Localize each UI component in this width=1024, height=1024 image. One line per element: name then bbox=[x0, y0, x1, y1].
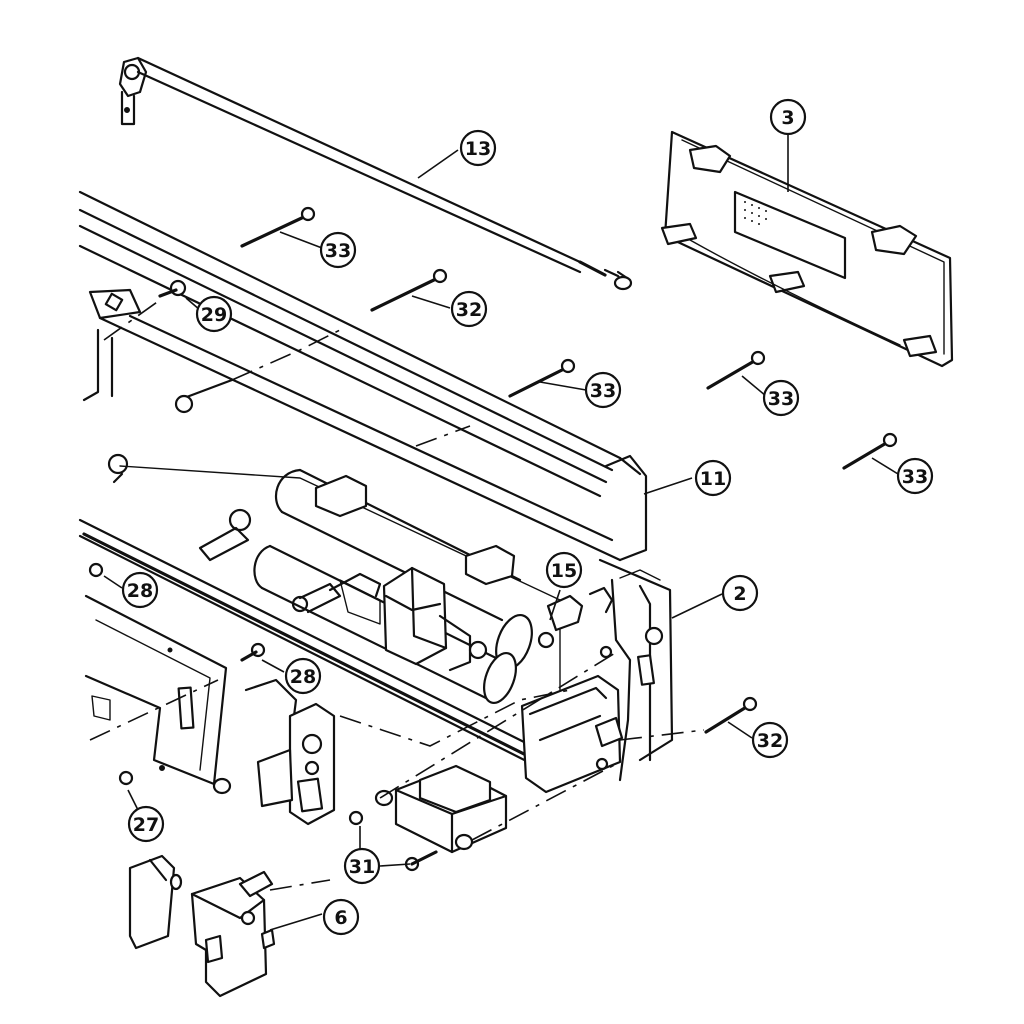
callout-2-label: 2 bbox=[733, 583, 746, 605]
transformer bbox=[374, 764, 508, 854]
screw-29 bbox=[158, 279, 187, 298]
screw-33a bbox=[240, 206, 316, 248]
callout-32-a-label: 32 bbox=[456, 299, 482, 321]
callout-33-d-label: 33 bbox=[902, 466, 928, 488]
callout-11-label: 11 bbox=[700, 468, 726, 490]
callout-3-label: 3 bbox=[781, 107, 794, 129]
callout-6-label: 6 bbox=[334, 907, 347, 929]
screw-32b bbox=[704, 696, 758, 734]
callout-32-b: 32 bbox=[751, 721, 789, 759]
callout-13-label: 13 bbox=[465, 138, 491, 160]
callout-33-a-label: 33 bbox=[325, 240, 351, 262]
callout-32-a: 32 bbox=[450, 290, 488, 328]
callout-28-b-label: 28 bbox=[290, 666, 316, 688]
callout-29: 29 bbox=[195, 295, 233, 333]
screw-33c bbox=[706, 350, 766, 390]
callout-15-label: 15 bbox=[551, 560, 577, 582]
callout-11: 11 bbox=[694, 459, 732, 497]
callout-27-label: 27 bbox=[133, 814, 159, 836]
callout-13: 13 bbox=[459, 129, 497, 167]
screw-32a bbox=[370, 268, 448, 312]
left-circuit-board bbox=[84, 594, 228, 786]
callout-15: 15 bbox=[545, 551, 583, 589]
screw-28b bbox=[240, 642, 266, 662]
part-6-covers bbox=[128, 854, 276, 998]
part-3-panel bbox=[660, 130, 954, 368]
callout-27: 27 bbox=[127, 805, 165, 843]
jack-holder bbox=[212, 678, 336, 826]
callout-31-label: 31 bbox=[349, 856, 375, 878]
callout-28-a: 28 bbox=[121, 571, 159, 609]
part-2-bracket bbox=[520, 645, 624, 794]
callout-31: 31 bbox=[343, 847, 381, 885]
screw-27 bbox=[118, 770, 134, 786]
screw-33b bbox=[508, 358, 576, 398]
screw-28a bbox=[88, 562, 104, 578]
callout-29-label: 29 bbox=[201, 304, 227, 326]
callout-2: 2 bbox=[721, 574, 759, 612]
callout-32-b-label: 32 bbox=[757, 730, 783, 752]
screw-31b bbox=[404, 850, 438, 872]
callout-33-d: 33 bbox=[896, 457, 934, 495]
callout-33-b-label: 33 bbox=[590, 380, 616, 402]
screw-33d bbox=[842, 432, 898, 470]
battery-assembly bbox=[253, 468, 614, 704]
callout-6: 6 bbox=[322, 898, 360, 936]
callout-33-c-label: 33 bbox=[768, 388, 794, 410]
screw-31a bbox=[348, 810, 364, 826]
callout-3: 3 bbox=[769, 98, 807, 136]
callout-33-c: 33 bbox=[762, 379, 800, 417]
part-13-antenna bbox=[118, 56, 633, 291]
callout-33-b: 33 bbox=[584, 371, 622, 409]
callout-33-a: 33 bbox=[319, 231, 357, 269]
leader-lines bbox=[103, 132, 899, 931]
callout-28-a-label: 28 bbox=[127, 580, 153, 602]
assembly-lines bbox=[103, 299, 705, 891]
callout-28-b: 28 bbox=[284, 657, 322, 695]
